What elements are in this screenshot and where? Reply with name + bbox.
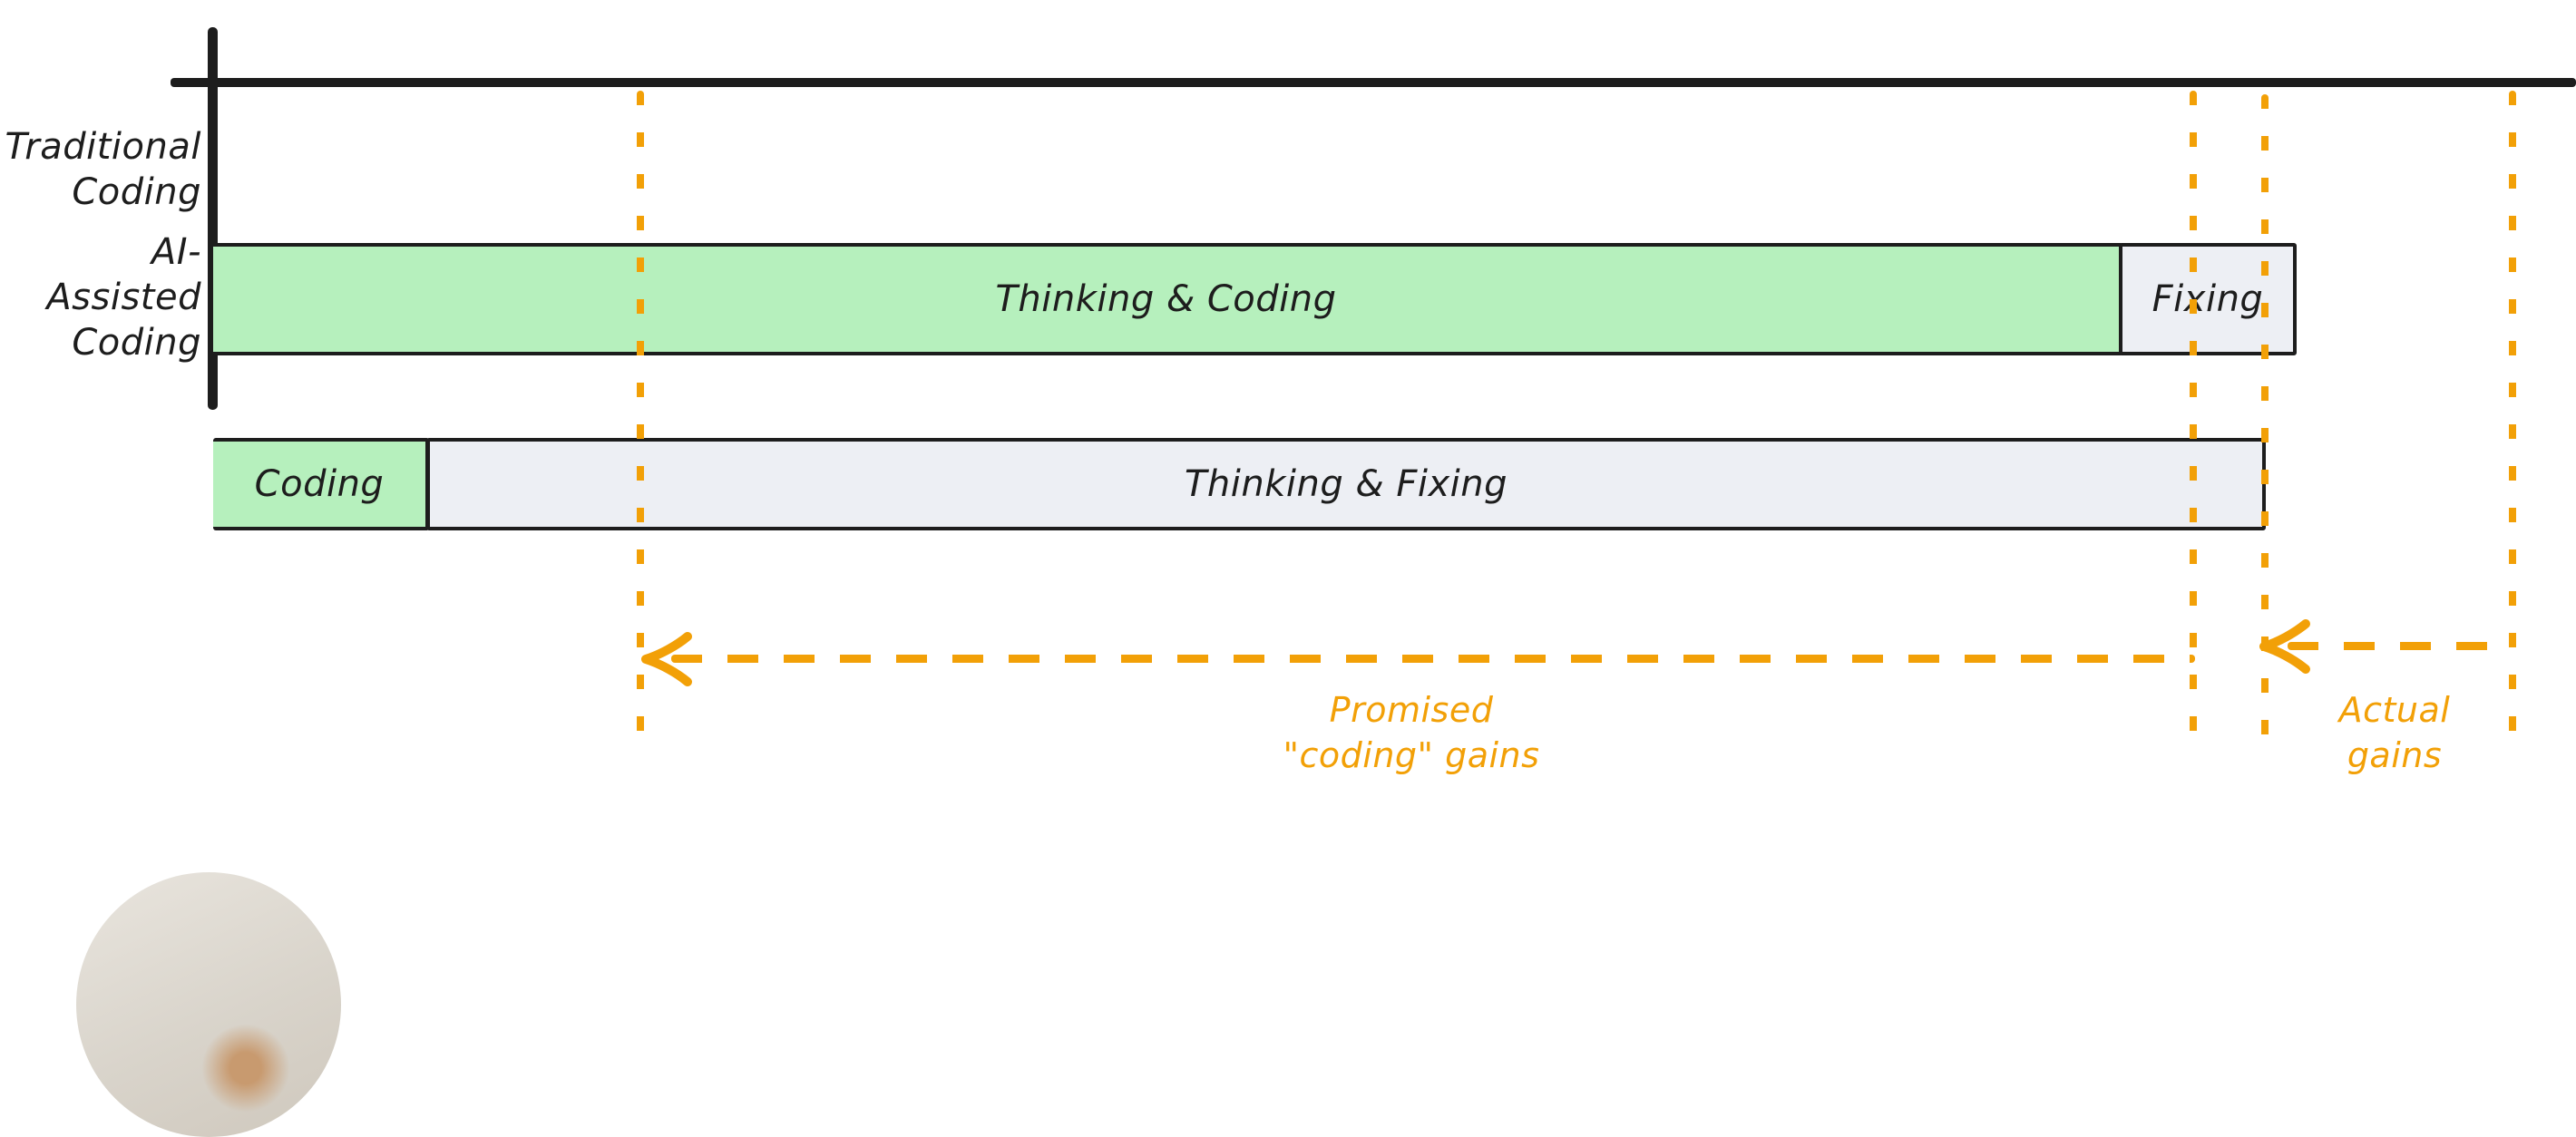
row-label-traditional-coding: Traditional Coding — [5, 126, 201, 213]
guide-line-traditional-total-end — [2509, 91, 2516, 745]
bar-segment-traditional-fixing: Fixing — [2119, 243, 2297, 355]
whiteboard-canvas: Traditional Coding AI-Assisted Coding Th… — [5, 27, 2576, 1137]
row-label-ai-assisted-coding: AI-Assisted Coding — [46, 231, 201, 364]
bar-segment-traditional-thinking-coding: Thinking & Coding — [213, 243, 2122, 355]
annotation-promised-gains: Promised "coding" gains — [1283, 690, 1540, 775]
bar-segment-ai-coding: Coding — [213, 438, 429, 530]
presenter-webcam-bubble — [76, 872, 341, 1137]
arrow-left-icon-promised — [640, 631, 697, 687]
y-axis-line — [208, 27, 218, 410]
measure-line-actual-gains — [2288, 642, 2505, 650]
guide-line-ai-total-end — [2261, 94, 2269, 745]
x-axis-line — [171, 78, 2576, 87]
bar-segment-ai-thinking-fixing: Thinking & Fixing — [426, 438, 2266, 530]
guide-line-traditional-coding-end — [2190, 91, 2197, 745]
measure-line-promised-gains — [671, 655, 2195, 663]
guide-line-ai-coding-end — [637, 91, 644, 745]
annotation-actual-gains: Actual gains — [2338, 690, 2451, 775]
arrow-left-icon-actual — [2259, 618, 2315, 675]
